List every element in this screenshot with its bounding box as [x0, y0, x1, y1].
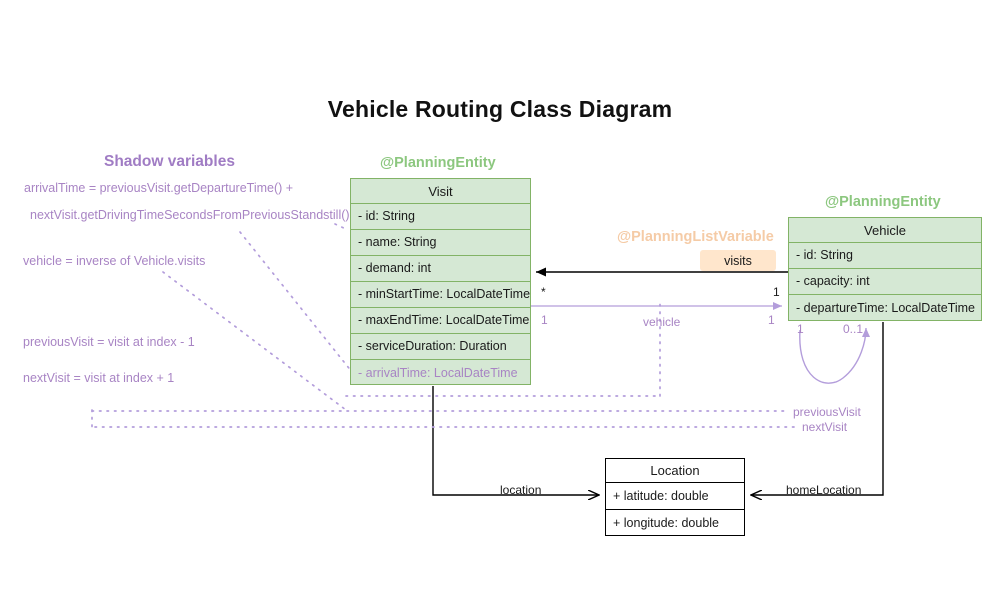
location-attribute-latitude: + latitude: double [606, 483, 744, 510]
shadow-note-previous-visit: previousVisit = visit at index - 1 [23, 335, 195, 349]
vehicle-attribute-id: - id: String [789, 243, 981, 269]
class-box-visit: Visit - id: String - name: String - dema… [350, 178, 531, 385]
visit-attribute-id: - id: String [351, 204, 530, 230]
class-box-location: Location + latitude: double + longitude:… [605, 458, 745, 536]
class-box-vehicle: Vehicle - id: String - capacity: int - d… [788, 217, 982, 321]
home-location-edge-label: homeLocation [786, 483, 862, 497]
visit-attribute-arrival-time: - arrivalTime: LocalDateTime [358, 365, 518, 380]
visit-stereotype: @PlanningEntity [380, 155, 496, 171]
vehicle-relation-label: vehicle [643, 315, 681, 329]
previous-visit-edge-label: previousVisit [793, 405, 861, 419]
visit-attribute-service-duration: - serviceDuration: Duration [351, 334, 530, 360]
vehicle-relation-source-multiplicity: 1 [541, 313, 548, 327]
vehicle-stereotype: @PlanningEntity [825, 194, 941, 210]
location-class-name: Location [606, 459, 744, 483]
vehicle-self-loop-source-multiplicity: 1 [797, 322, 804, 336]
location-attribute-longitude: + longitude: double [613, 516, 719, 531]
edge-vehicle-self-loop [799, 327, 870, 384]
location-edge-label: location [500, 483, 542, 497]
visit-attribute-max-end-time: - maxEndTime: LocalDateTime [351, 308, 530, 334]
vehicle-relation-target-multiplicity: 1 [768, 313, 775, 327]
vehicle-self-loop-target-multiplicity: 0..1 [843, 322, 864, 336]
shadow-note-vehicle: vehicle = inverse of Vehicle.visits [23, 254, 206, 268]
shadow-note-arrival-time-2: nextVisit.getDrivingTimeSecondsFromPrevi… [30, 208, 350, 222]
visits-relation-badge: visits [700, 250, 776, 271]
planning-list-variable-stereotype: @PlanningListVariable [617, 229, 774, 245]
vehicle-class-name: Vehicle [789, 218, 981, 243]
shadow-leaders [91, 223, 801, 429]
visit-attribute-name: - name: String [351, 230, 530, 256]
vehicle-attribute-departure-time: - departureTime: LocalDateTime [796, 300, 976, 315]
next-visit-edge-label: nextVisit [802, 420, 848, 434]
visits-multiplicity-star: * [541, 285, 546, 299]
page-title: Vehicle Routing Class Diagram [327, 96, 673, 122]
shadow-note-arrival-time-1: arrivalTime = previousVisit.getDeparture… [24, 181, 294, 195]
visit-class-name: Visit [351, 179, 530, 204]
edge-location [432, 386, 599, 495]
vehicle-attribute-capacity: - capacity: int [789, 269, 981, 295]
visits-multiplicity-one: 1 [773, 285, 780, 299]
shadow-variables-heading: Shadow variables [104, 153, 235, 170]
shadow-note-next-visit: nextVisit = visit at index + 1 [23, 371, 175, 385]
edge-home-location [751, 322, 884, 495]
visit-attribute-min-start-time: - minStartTime: LocalDateTime [351, 282, 530, 308]
visit-attribute-demand: - demand: int [351, 256, 530, 282]
